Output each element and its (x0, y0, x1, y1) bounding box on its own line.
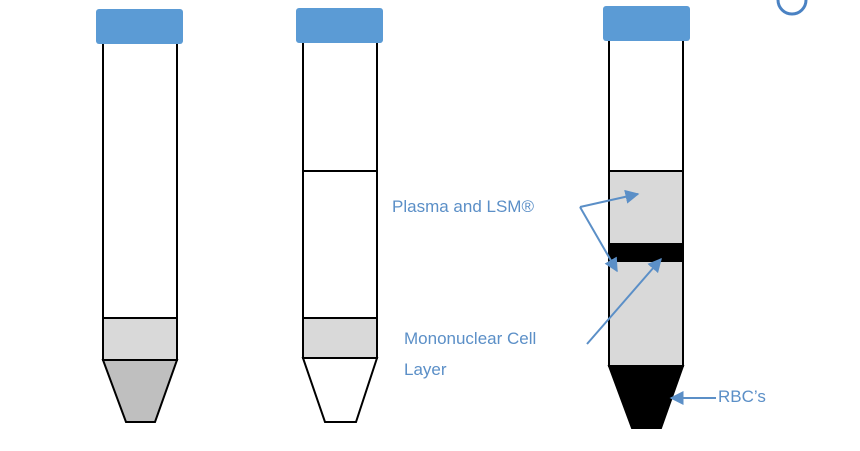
mononuclear-label-line2: Layer (404, 360, 447, 379)
tube-2 (296, 8, 383, 423)
tube-3 (603, 6, 690, 429)
tube-3-rbc-layer (607, 365, 685, 429)
tube-1-middle-layer (102, 317, 178, 361)
tube-3-cap-icon (603, 6, 690, 41)
tube-2-middle-layer (302, 317, 378, 359)
tube-1-body (102, 41, 178, 361)
tube-3-plasma-layer (608, 170, 684, 245)
plasma-arrow-upper (579, 189, 640, 208)
mononuclear-arrow (586, 257, 662, 345)
tube-2-cap-icon (296, 8, 383, 43)
tube-3-lsm-layer (608, 260, 684, 367)
rbc-label: RBC’s (718, 387, 766, 406)
plasma-arrow-lower (579, 206, 618, 273)
tube-1-cap-icon (96, 9, 183, 44)
plasma-label: Plasma and LSM® (392, 197, 534, 216)
tube-2-bottom-layer (301, 357, 379, 423)
tube-1-bottom-layer (101, 359, 179, 423)
tube-3-mononuclear-band (609, 244, 683, 261)
tube-1 (96, 9, 183, 423)
corner-circle-icon (776, 0, 808, 16)
tube-2-body (302, 41, 378, 359)
annotation-arrows (579, 189, 716, 405)
mononuclear-label-line1: Mononuclear Cell (404, 329, 537, 348)
